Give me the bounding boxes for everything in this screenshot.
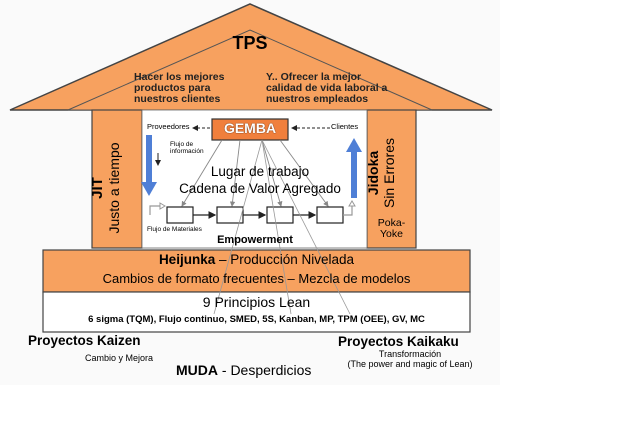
foundation bbox=[42, 291, 471, 333]
roof-right-line-2: calidad de vida laboral a bbox=[266, 82, 388, 95]
cadena-valor: Cadena de Valor Agregado bbox=[179, 181, 341, 196]
roof-title: TPS bbox=[232, 33, 268, 53]
foundation-title: 9 Principios Lean bbox=[202, 294, 311, 310]
material-out-arrow bbox=[343, 206, 353, 216]
process-box-2 bbox=[216, 206, 244, 224]
kaikaku-subtitle-1: Transformación bbox=[378, 349, 442, 359]
poka-yoke: Poka- Yoke bbox=[367, 217, 416, 241]
process-box-1 bbox=[166, 206, 194, 224]
kaikaku-title: Proyectos Kaikaku bbox=[338, 334, 459, 349]
flujo-info-line-1: Flujo de bbox=[170, 141, 194, 148]
right-pillar bbox=[366, 109, 417, 249]
flujo-info-label: Flujo de información bbox=[170, 141, 204, 156]
poka-yoke-line-1: Poka- bbox=[377, 217, 406, 229]
roof-left-text: Hacer los mejores productos para nuestro… bbox=[134, 71, 225, 106]
left-pillar-title: JIT bbox=[89, 177, 106, 199]
roof-right-text: Y.. Ofrecer la mejor calidad de vida lab… bbox=[266, 71, 388, 106]
muda-title: MUDA bbox=[176, 362, 218, 378]
roof-left-line-3: nuestros clientes bbox=[134, 93, 221, 106]
gemba-box bbox=[211, 118, 289, 141]
gemba-lines bbox=[181, 139, 329, 207]
kaizen-title: Proyectos Kaizen bbox=[28, 333, 141, 348]
heijunka-band bbox=[42, 249, 471, 293]
kaizen-subtitle: Cambio y Mejora bbox=[85, 353, 154, 363]
heijunka-subtitle: – Producción Nivelada bbox=[215, 252, 355, 267]
roof-right-line-3: nuestros empleados bbox=[266, 93, 369, 106]
heijunka-line-2: Cambios de formato frecuentes – Mezcla d… bbox=[102, 271, 411, 286]
proveedores-label: Proveedores bbox=[147, 122, 190, 131]
process-box-3 bbox=[266, 206, 294, 224]
roof-right-line-1: Y.. Ofrecer la mejor bbox=[266, 71, 362, 83]
flujo-info-line-2: información bbox=[170, 147, 204, 155]
left-pillar-subtitle: Justo a tiempo bbox=[106, 142, 122, 234]
foundation-items: 6 sigma (TQM), Flujo continuo, SMED, 5S,… bbox=[88, 314, 425, 325]
lugar-de-trabajo: Lugar de trabajo bbox=[210, 164, 310, 179]
left-blue-down-arrow bbox=[141, 135, 157, 196]
muda-subtitle: - Desperdicios bbox=[218, 362, 312, 378]
roof-left-line-2: productos para bbox=[134, 82, 211, 95]
left-pillar-text: JIT Justo a tiempo bbox=[89, 118, 135, 258]
empowerment-label: Empowerment bbox=[217, 234, 293, 246]
heijunka-lines bbox=[213, 139, 351, 315]
process-box-4 bbox=[316, 206, 344, 224]
flujo-materiales-label: Flujo de Materiales bbox=[147, 226, 202, 233]
material-in-arrow bbox=[149, 205, 160, 215]
muda-line: MUDA - Desperdicios bbox=[176, 363, 311, 378]
heijunka-line-1: Heijunka – Producción Nivelada bbox=[43, 252, 470, 267]
right-blue-up-arrow bbox=[346, 138, 362, 198]
poka-yoke-line-2: Yoke bbox=[380, 228, 403, 241]
left-pillar bbox=[91, 109, 143, 249]
gemba-label: GEMBA bbox=[223, 120, 277, 136]
kaikaku-subtitle-2: (The power and magic of Lean) bbox=[347, 359, 473, 369]
clientes-label: Clientes bbox=[331, 122, 359, 131]
heijunka-title: Heijunka bbox=[158, 252, 216, 267]
roof-left-line-1: Hacer los mejores bbox=[134, 71, 225, 83]
